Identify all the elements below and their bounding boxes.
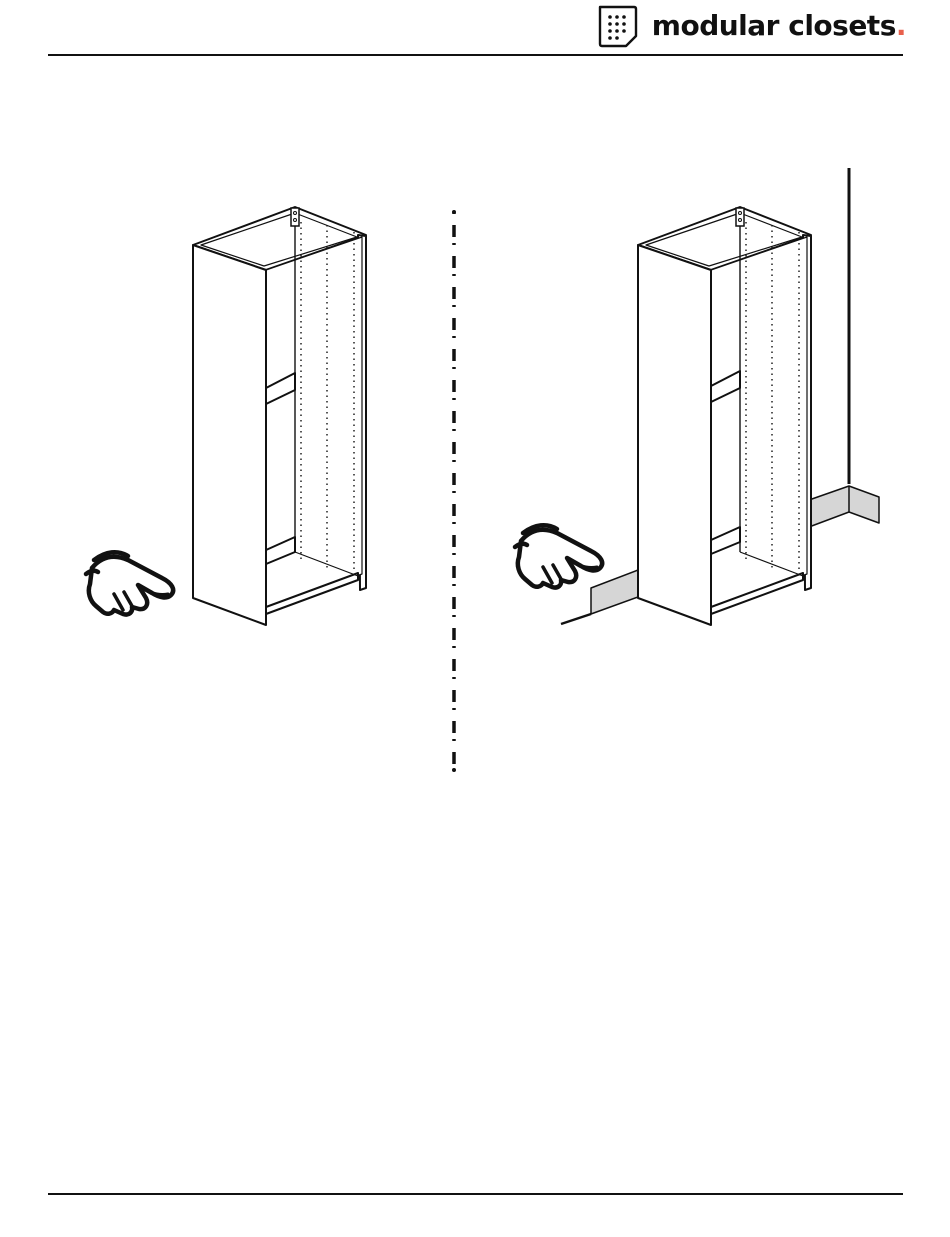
pointing-hand-icon	[86, 552, 173, 614]
footer-rule	[48, 1193, 903, 1195]
dashed-vertical-divider	[452, 210, 456, 772]
cabinet-right	[638, 207, 811, 625]
cabinet-left	[193, 207, 366, 625]
pointing-hand-icon-right	[515, 525, 602, 587]
